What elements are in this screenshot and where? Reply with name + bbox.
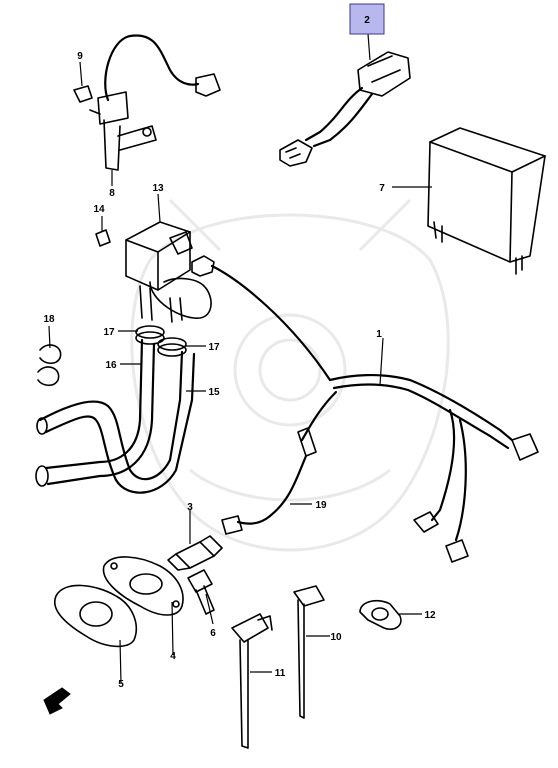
part-clip — [359, 599, 402, 631]
callout-1: 1 — [376, 329, 382, 340]
part-bracket-switch — [73, 34, 221, 171]
callout-15: 15 — [208, 387, 220, 398]
part-gasket — [53, 584, 138, 648]
callout-labels: 1 2 3 4 5 6 7 8 9 10 11 12 13 14 15 16 1… — [43, 3, 436, 690]
callout-4: 4 — [170, 651, 176, 662]
part-control-module — [427, 127, 546, 275]
callout-8: 8 — [109, 188, 115, 199]
callout-11: 11 — [275, 668, 286, 679]
callout-2: 2 — [364, 15, 370, 26]
front-arrow-icon — [43, 687, 71, 715]
callout-16: 16 — [105, 360, 117, 371]
callout-9: 9 — [77, 51, 83, 62]
part-connector-harness — [279, 51, 411, 167]
callout-6: 6 — [210, 628, 216, 639]
part-solenoid-valve — [95, 221, 332, 382]
callout-12: 12 — [424, 610, 436, 621]
part-sensor — [167, 535, 223, 571]
callout-18: 18 — [43, 314, 55, 325]
callout-7: 7 — [379, 183, 385, 194]
part-plate — [102, 556, 184, 616]
callout-2-highlight — [349, 3, 385, 35]
callout-17-upper: 17 — [103, 327, 115, 338]
callout-14: 14 — [93, 204, 105, 215]
watermark-emblem — [130, 198, 450, 552]
part-main-harness — [221, 374, 539, 563]
part-hoses — [35, 338, 196, 494]
part-bolt — [187, 569, 215, 615]
leader-lines — [48, 33, 432, 684]
part-clamps — [37, 325, 187, 387]
callout-5: 5 — [118, 679, 124, 690]
part-straps — [231, 585, 325, 749]
callout-17-lower: 17 — [208, 342, 220, 353]
callout-3: 3 — [187, 502, 193, 513]
callout-19: 19 — [315, 500, 327, 511]
callout-13: 13 — [152, 183, 164, 194]
callout-10: 10 — [330, 632, 342, 643]
